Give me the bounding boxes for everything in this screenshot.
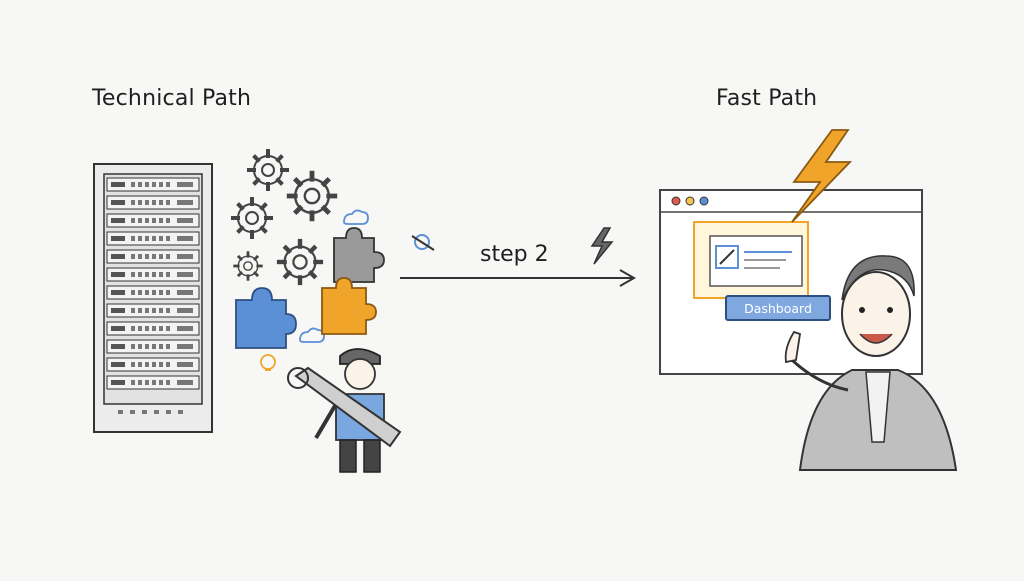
puzzle-piece-icon — [235, 287, 297, 349]
technical-path-title: Technical Path — [92, 86, 252, 111]
server-rack-icon — [93, 163, 213, 433]
puzzle-piece-icon — [333, 227, 385, 283]
lightning-icon — [791, 129, 853, 223]
dashboard-button-label: Dashboard — [744, 301, 812, 316]
gear-icon — [289, 173, 335, 219]
gear-icon — [231, 197, 273, 239]
step-label: step 2 — [480, 242, 549, 267]
businessman-figure — [784, 255, 958, 471]
lightning-icon — [590, 227, 614, 265]
lightbulb-icon — [260, 354, 276, 371]
puzzle-piece-icon — [321, 277, 377, 335]
gear-icon — [279, 241, 321, 283]
fast-path-title: Fast Path — [716, 86, 818, 111]
pencil-icon — [719, 249, 735, 265]
satellite-icon — [411, 234, 435, 251]
dashboard-button[interactable]: Dashboard — [725, 295, 831, 321]
wrench-icon — [287, 366, 402, 448]
cloud-icon — [299, 327, 325, 343]
gear-icon — [247, 149, 289, 191]
flow-arrow — [400, 269, 637, 287]
cloud-icon — [343, 209, 369, 225]
gear-icon — [233, 251, 263, 281]
